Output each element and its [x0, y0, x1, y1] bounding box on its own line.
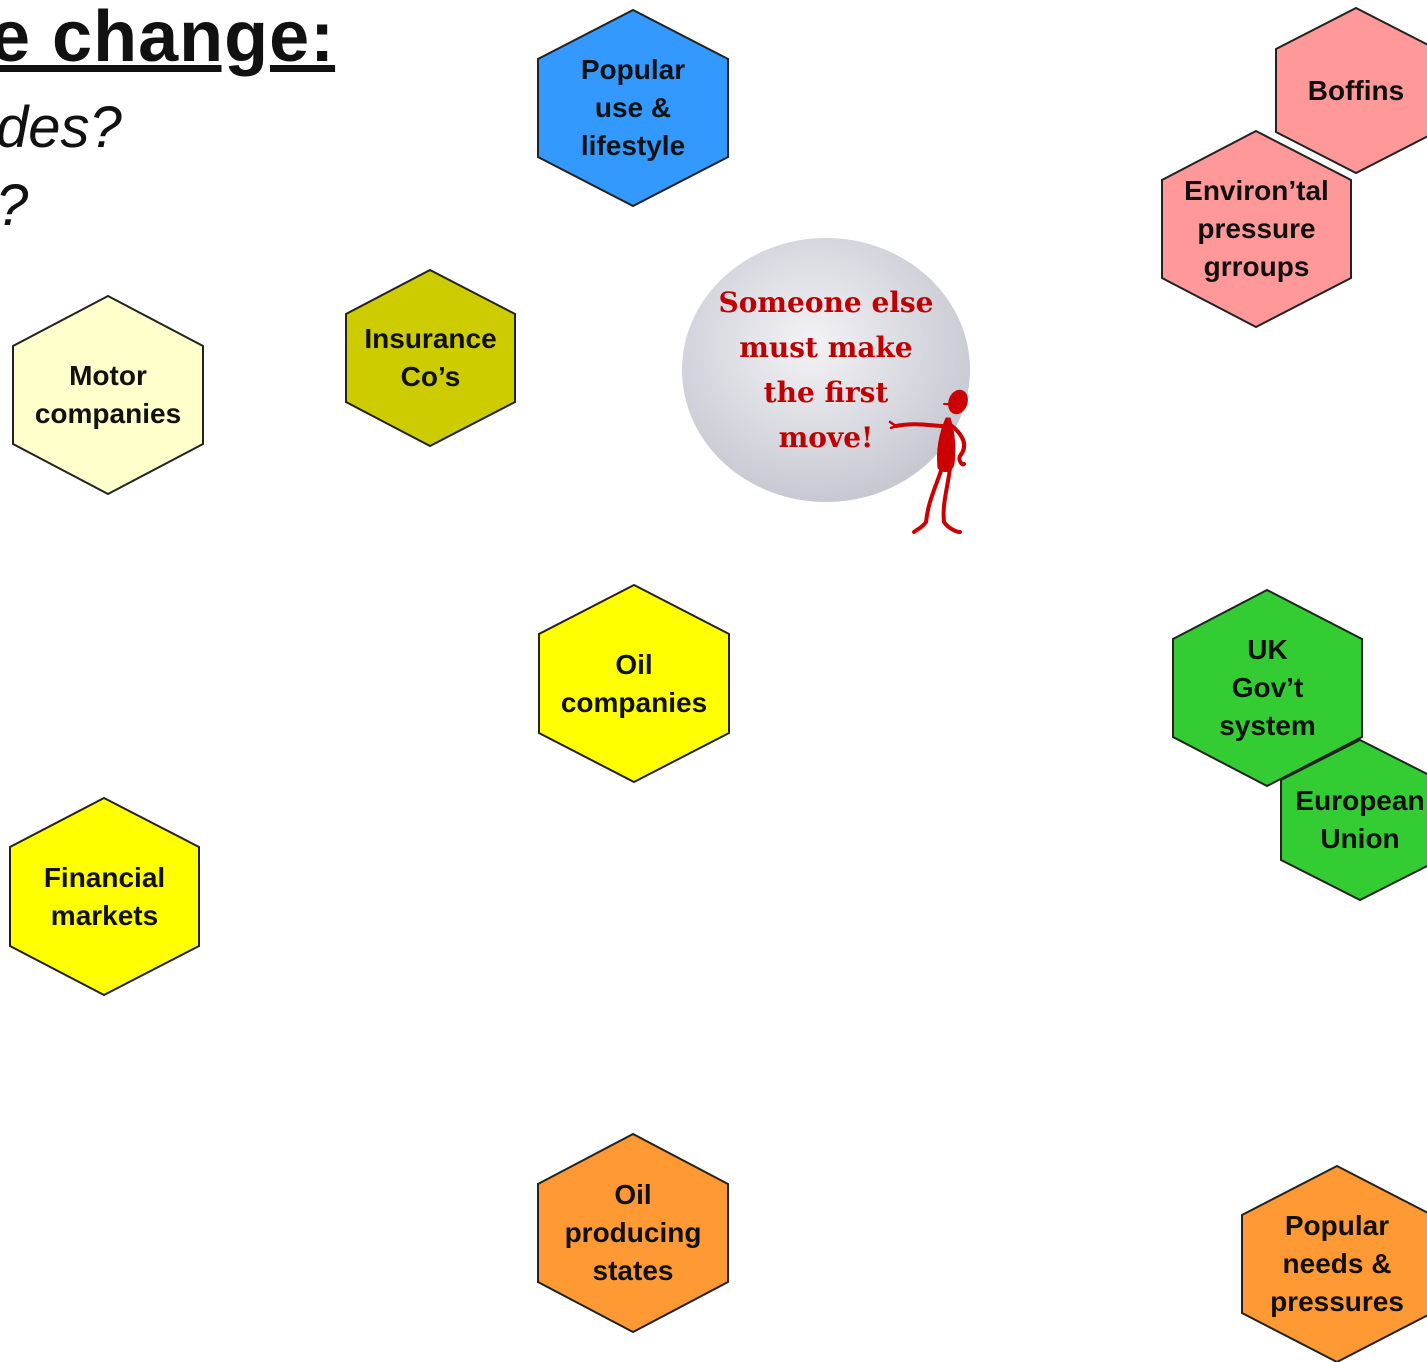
hex-label-line: Boffins: [1307, 74, 1405, 106]
hex-label-line: companies: [560, 686, 708, 718]
hex-label-line: pressures: [1270, 1286, 1404, 1317]
hex-label-line: Union: [1320, 823, 1400, 854]
hex-label-line: Motor: [69, 360, 147, 391]
speech-line: must make: [739, 331, 913, 364]
hex-label-line: Oil: [614, 1179, 652, 1210]
hex-label: Oil producing states: [538, 1134, 728, 1332]
hex-label: Oil companies: [539, 585, 729, 782]
hex-label-line: Popular: [1284, 1210, 1390, 1241]
hex-boffins: Boffins: [1275, 6, 1427, 175]
hex-uk-government-system: UK Gov’t system: [1172, 588, 1363, 788]
hex-label-line: pressure: [1197, 213, 1316, 244]
hex-label-line: use &: [594, 92, 672, 123]
hex-label: Financial markets: [10, 798, 199, 995]
hex-label-line: Insurance: [364, 323, 497, 354]
slide-title: e change:: [0, 0, 336, 77]
hex-label-line: UK: [1247, 634, 1288, 665]
speech-line: Someone else: [718, 286, 934, 319]
hex-label-line: markets: [50, 899, 159, 931]
hex-label-line: needs &: [1282, 1248, 1392, 1279]
hex-label-line: Oil: [615, 648, 653, 680]
hex-popular-needs-pressures: Popular needs & pressures: [1241, 1164, 1427, 1362]
question-line-1: des?: [0, 95, 122, 160]
hex-oil-producing-states: Oil producing states: [537, 1132, 729, 1334]
hex-label-line: European: [1295, 785, 1425, 816]
speech-line: move!: [778, 421, 874, 454]
hex-label-line: grroups: [1203, 251, 1310, 282]
speech-line: the first: [763, 376, 889, 409]
hex-popular-use-lifestyle: Popular use & lifestyle: [537, 8, 729, 208]
hex-label-line: lifestyle: [580, 130, 686, 161]
question-line-2: ?: [0, 172, 28, 239]
hex-label-line: Popular: [580, 54, 686, 85]
hex-label-line: states: [592, 1255, 674, 1286]
hex-label-line: Gov’t: [1231, 672, 1304, 703]
hex-financial-markets: Financial markets: [9, 796, 200, 997]
hex-oil-companies: Oil companies: [538, 583, 730, 784]
hex-label-line: Environ’tal: [1184, 175, 1329, 206]
hex-label-line: producing: [564, 1217, 702, 1248]
speech-text: Someone else must make the first move!: [682, 280, 970, 460]
hex-label: Popular needs & pressures: [1242, 1166, 1427, 1362]
hex-label-line: Co’s: [400, 361, 461, 392]
hex-environmental-pressure-groups: Environ’tal pressure grroups: [1161, 129, 1352, 329]
hex-label: Boffins: [1276, 8, 1427, 173]
pointing-figure-icon: [886, 382, 986, 547]
hex-label-line: companies: [34, 398, 182, 429]
hex-label: Motor companies: [13, 296, 203, 494]
hex-label-line: Financial: [43, 861, 166, 893]
hex-motor-companies: Motor companies: [12, 294, 204, 496]
hex-label: UK Gov’t system: [1173, 590, 1362, 786]
hex-label: Environ’tal pressure grroups: [1162, 131, 1351, 327]
speech-bubble: Someone else must make the first move!: [682, 238, 970, 502]
hex-label: Popular use & lifestyle: [538, 10, 728, 206]
hex-label-line: system: [1219, 710, 1316, 741]
